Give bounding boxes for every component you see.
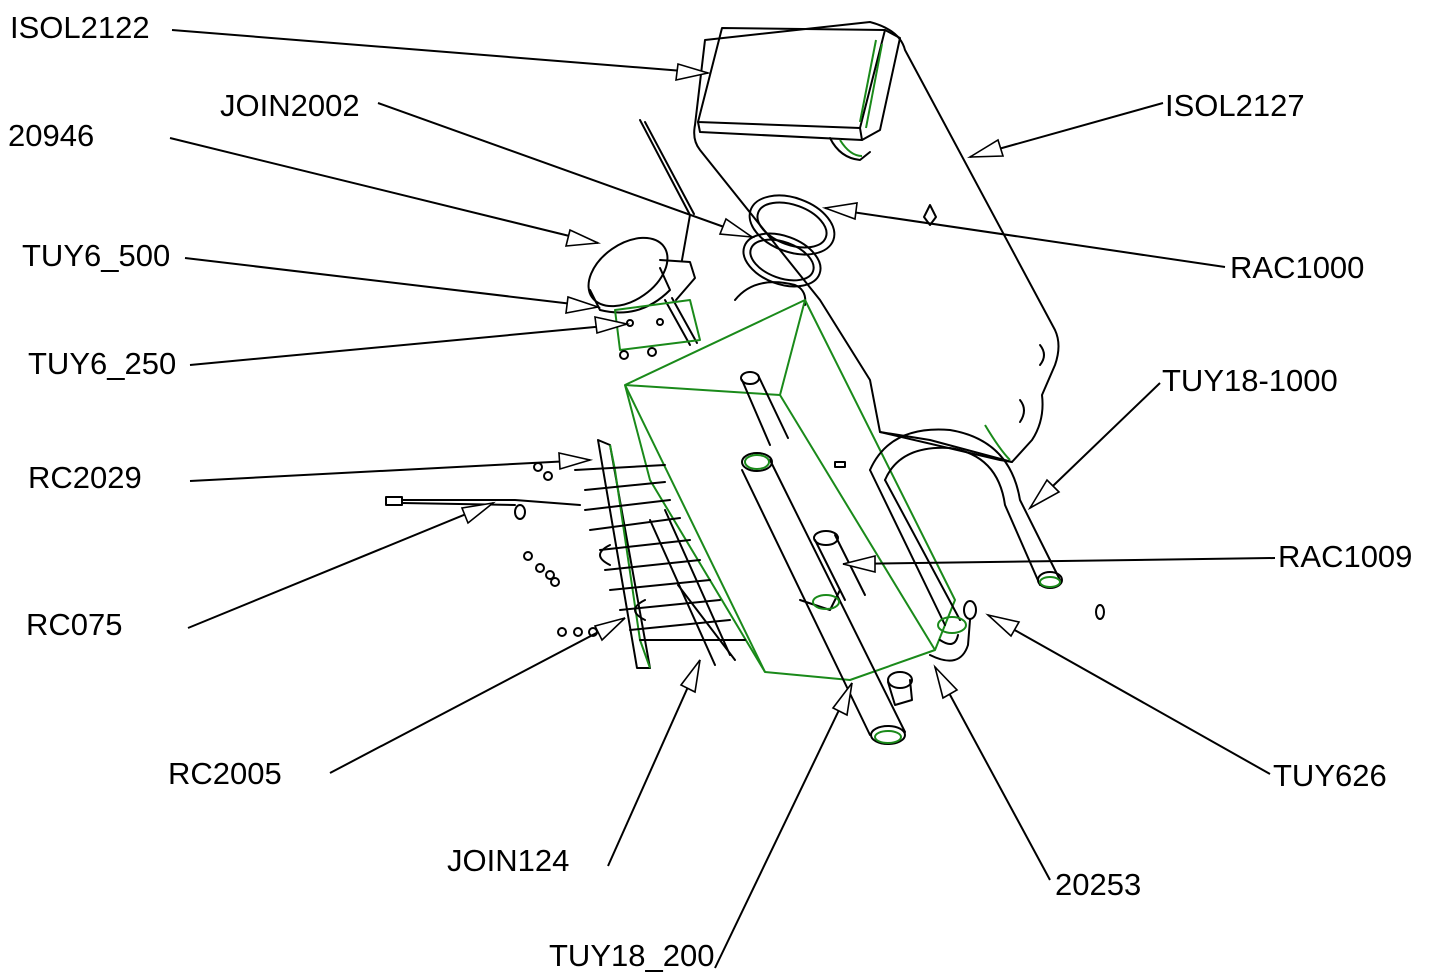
rc075-probe: [385, 496, 581, 520]
isol2122-block: [697, 27, 901, 161]
sensor-20946: [587, 119, 698, 346]
label-rc2029: RC2029: [28, 460, 142, 495]
electrode-block: [523, 439, 746, 669]
label-join124: JOIN124: [447, 843, 570, 878]
rac1009-tube: [799, 530, 866, 611]
tuy18-1000-u-tube: [869, 428, 1063, 634]
heat-exchanger-body: [624, 299, 956, 681]
label-20946: 20946: [8, 118, 95, 153]
label-tuy6-250: TUY6_250: [28, 346, 177, 381]
leaders: [169, 29, 1276, 969]
label-tuy18-200: TUY18_200: [549, 938, 715, 973]
label-tuy6-500: TUY6_500: [22, 238, 171, 273]
tuy626-elbow: [929, 600, 1105, 662]
rac1000-ring: [748, 194, 836, 256]
label-rac1000: RAC1000: [1230, 250, 1365, 285]
label-rc2005: RC2005: [168, 756, 282, 791]
label-rac1009: RAC1009: [1278, 539, 1413, 574]
outlet-20253: [887, 671, 913, 706]
label-tuy626: TUY626: [1273, 758, 1387, 793]
label-tuy18-1000: TUY18-1000: [1162, 363, 1338, 398]
isol2127-panel: [693, 21, 1060, 463]
tuy18-200-tube: [741, 452, 906, 745]
label-join2002: JOIN2002: [220, 88, 360, 123]
label-isol2127: ISOL2127: [1165, 88, 1305, 123]
label-20253: 20253: [1055, 867, 1142, 902]
top-stub-tube: [740, 371, 789, 446]
flue-collar: [734, 281, 807, 306]
tuy6-bracket: [614, 299, 701, 360]
label-rc075: RC075: [26, 607, 123, 642]
label-isol2122: ISOL2122: [10, 10, 150, 45]
